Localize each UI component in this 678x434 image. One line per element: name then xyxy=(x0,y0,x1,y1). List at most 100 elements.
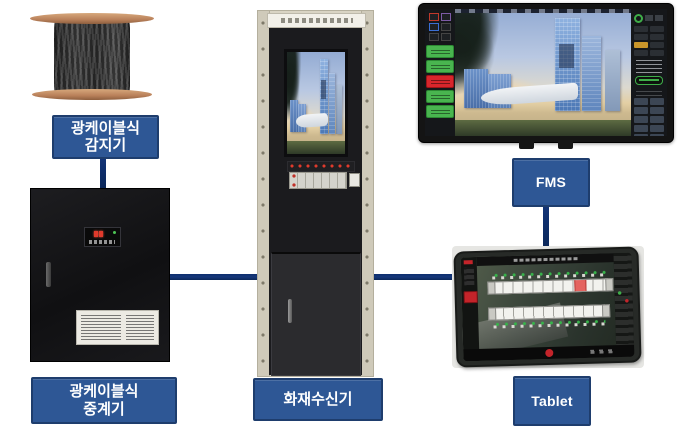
gauge-row xyxy=(631,12,667,24)
tablet-screen xyxy=(460,252,635,362)
zone-box xyxy=(429,23,439,31)
label-line: 광케이블식 xyxy=(69,383,139,401)
tablet-home-button xyxy=(544,348,553,358)
function-button xyxy=(650,116,664,123)
sidebar-counters xyxy=(463,267,475,286)
rack-led-panel xyxy=(287,161,355,172)
rack-rail-right xyxy=(361,11,373,376)
function-button xyxy=(634,98,648,105)
green-status-pill xyxy=(635,76,663,85)
connector-receiver-to-tablet xyxy=(371,274,459,280)
building-tower xyxy=(336,84,342,134)
connector-detector-to-repeater xyxy=(100,155,106,189)
cabinet-spec-sticker xyxy=(76,310,159,345)
status-readout-text xyxy=(636,59,662,73)
rack-nameplate-text xyxy=(280,18,353,23)
monitor-menu-bar xyxy=(455,9,631,13)
gauge-circle-icon xyxy=(634,13,643,23)
spool-top-flange xyxy=(30,13,154,24)
cabinet-status-display xyxy=(84,227,121,247)
building-render-scene xyxy=(455,9,631,136)
label-line: 광케이블식 xyxy=(70,119,140,137)
monitor-screen xyxy=(425,9,667,136)
fire-receiver-rack xyxy=(257,10,374,377)
function-button xyxy=(650,125,664,132)
red-led-digit xyxy=(94,231,98,237)
ground-strip xyxy=(287,140,345,154)
label-fiber-cable-detector: 광케이블식 감지기 xyxy=(52,115,159,159)
control-chip xyxy=(655,15,663,21)
rack-lower-door xyxy=(271,252,361,376)
zone-box xyxy=(429,13,439,21)
building-block xyxy=(289,99,298,132)
cabinet-handle xyxy=(46,262,51,287)
connector-fms-to-tablet xyxy=(543,201,549,250)
monitor-main-view xyxy=(455,9,631,136)
label-fire-receiver: 화재수신기 xyxy=(253,378,383,421)
building-tower xyxy=(328,73,336,134)
label-fiber-cable-repeater: 광케이블식 중계기 xyxy=(31,377,177,424)
control-button xyxy=(634,26,648,32)
function-button-grid xyxy=(631,98,667,136)
control-button xyxy=(650,34,664,40)
control-button xyxy=(634,50,648,56)
rack-interior xyxy=(269,28,362,376)
tablet-left-sidebar xyxy=(460,256,480,362)
tunnel-diagram-upper xyxy=(492,278,609,295)
tablet-nav-keys xyxy=(590,349,617,354)
rack-rail-left xyxy=(258,11,270,376)
monitor-status-sidebar xyxy=(425,9,455,136)
tablet-title-text xyxy=(513,257,578,262)
ground-strip xyxy=(455,119,631,136)
zone-box xyxy=(441,23,451,31)
control-chip xyxy=(645,15,653,21)
door-handle xyxy=(288,299,292,323)
control-button xyxy=(650,50,664,56)
monitor-stand-foot xyxy=(558,140,573,149)
rack-panel-keycard xyxy=(349,173,360,187)
control-button xyxy=(650,42,664,48)
function-button xyxy=(634,107,648,114)
fms-wall-monitor xyxy=(418,3,674,149)
monitor-stand-foot xyxy=(519,140,534,149)
status-readout-text xyxy=(636,88,662,96)
status-button-normal xyxy=(426,105,454,118)
control-button xyxy=(650,26,664,32)
label-fms: FMS xyxy=(512,158,590,207)
building-tower xyxy=(604,49,621,111)
function-button xyxy=(634,134,648,136)
rack-display-monitor xyxy=(284,49,348,157)
tablet-title-bar xyxy=(476,253,614,266)
red-led-digit xyxy=(99,231,103,237)
rack-switch-panel xyxy=(289,172,347,189)
tablet-alarm-button xyxy=(463,290,478,304)
tunnel-alarm-segment xyxy=(574,279,587,292)
building-render-scene xyxy=(287,52,345,154)
zone-box xyxy=(441,33,451,41)
status-button-normal xyxy=(426,90,454,103)
label-line: Tablet xyxy=(531,392,573,409)
function-button xyxy=(634,116,648,123)
zone-box xyxy=(441,13,451,21)
status-button-normal xyxy=(426,60,454,73)
label-line: 중계기 xyxy=(83,400,125,418)
building-tower xyxy=(581,35,602,111)
building-block xyxy=(463,68,489,109)
building-main-tower xyxy=(320,59,329,134)
function-button xyxy=(650,107,664,114)
display-caption-text xyxy=(89,240,115,244)
tablet-device xyxy=(453,246,642,368)
rack-nameplate xyxy=(267,13,366,28)
zone-indicator-grid xyxy=(425,13,455,41)
monitor-control-sidebar xyxy=(631,9,667,136)
green-led-indicator xyxy=(113,231,116,234)
control-button xyxy=(634,34,648,40)
function-button xyxy=(634,125,648,132)
tunnel-diagram-lower xyxy=(492,304,606,321)
function-button xyxy=(650,98,664,105)
label-line: 감지기 xyxy=(84,137,127,154)
function-button xyxy=(650,134,664,136)
fiber-cable-coil xyxy=(54,18,130,96)
zone-box xyxy=(429,33,439,41)
